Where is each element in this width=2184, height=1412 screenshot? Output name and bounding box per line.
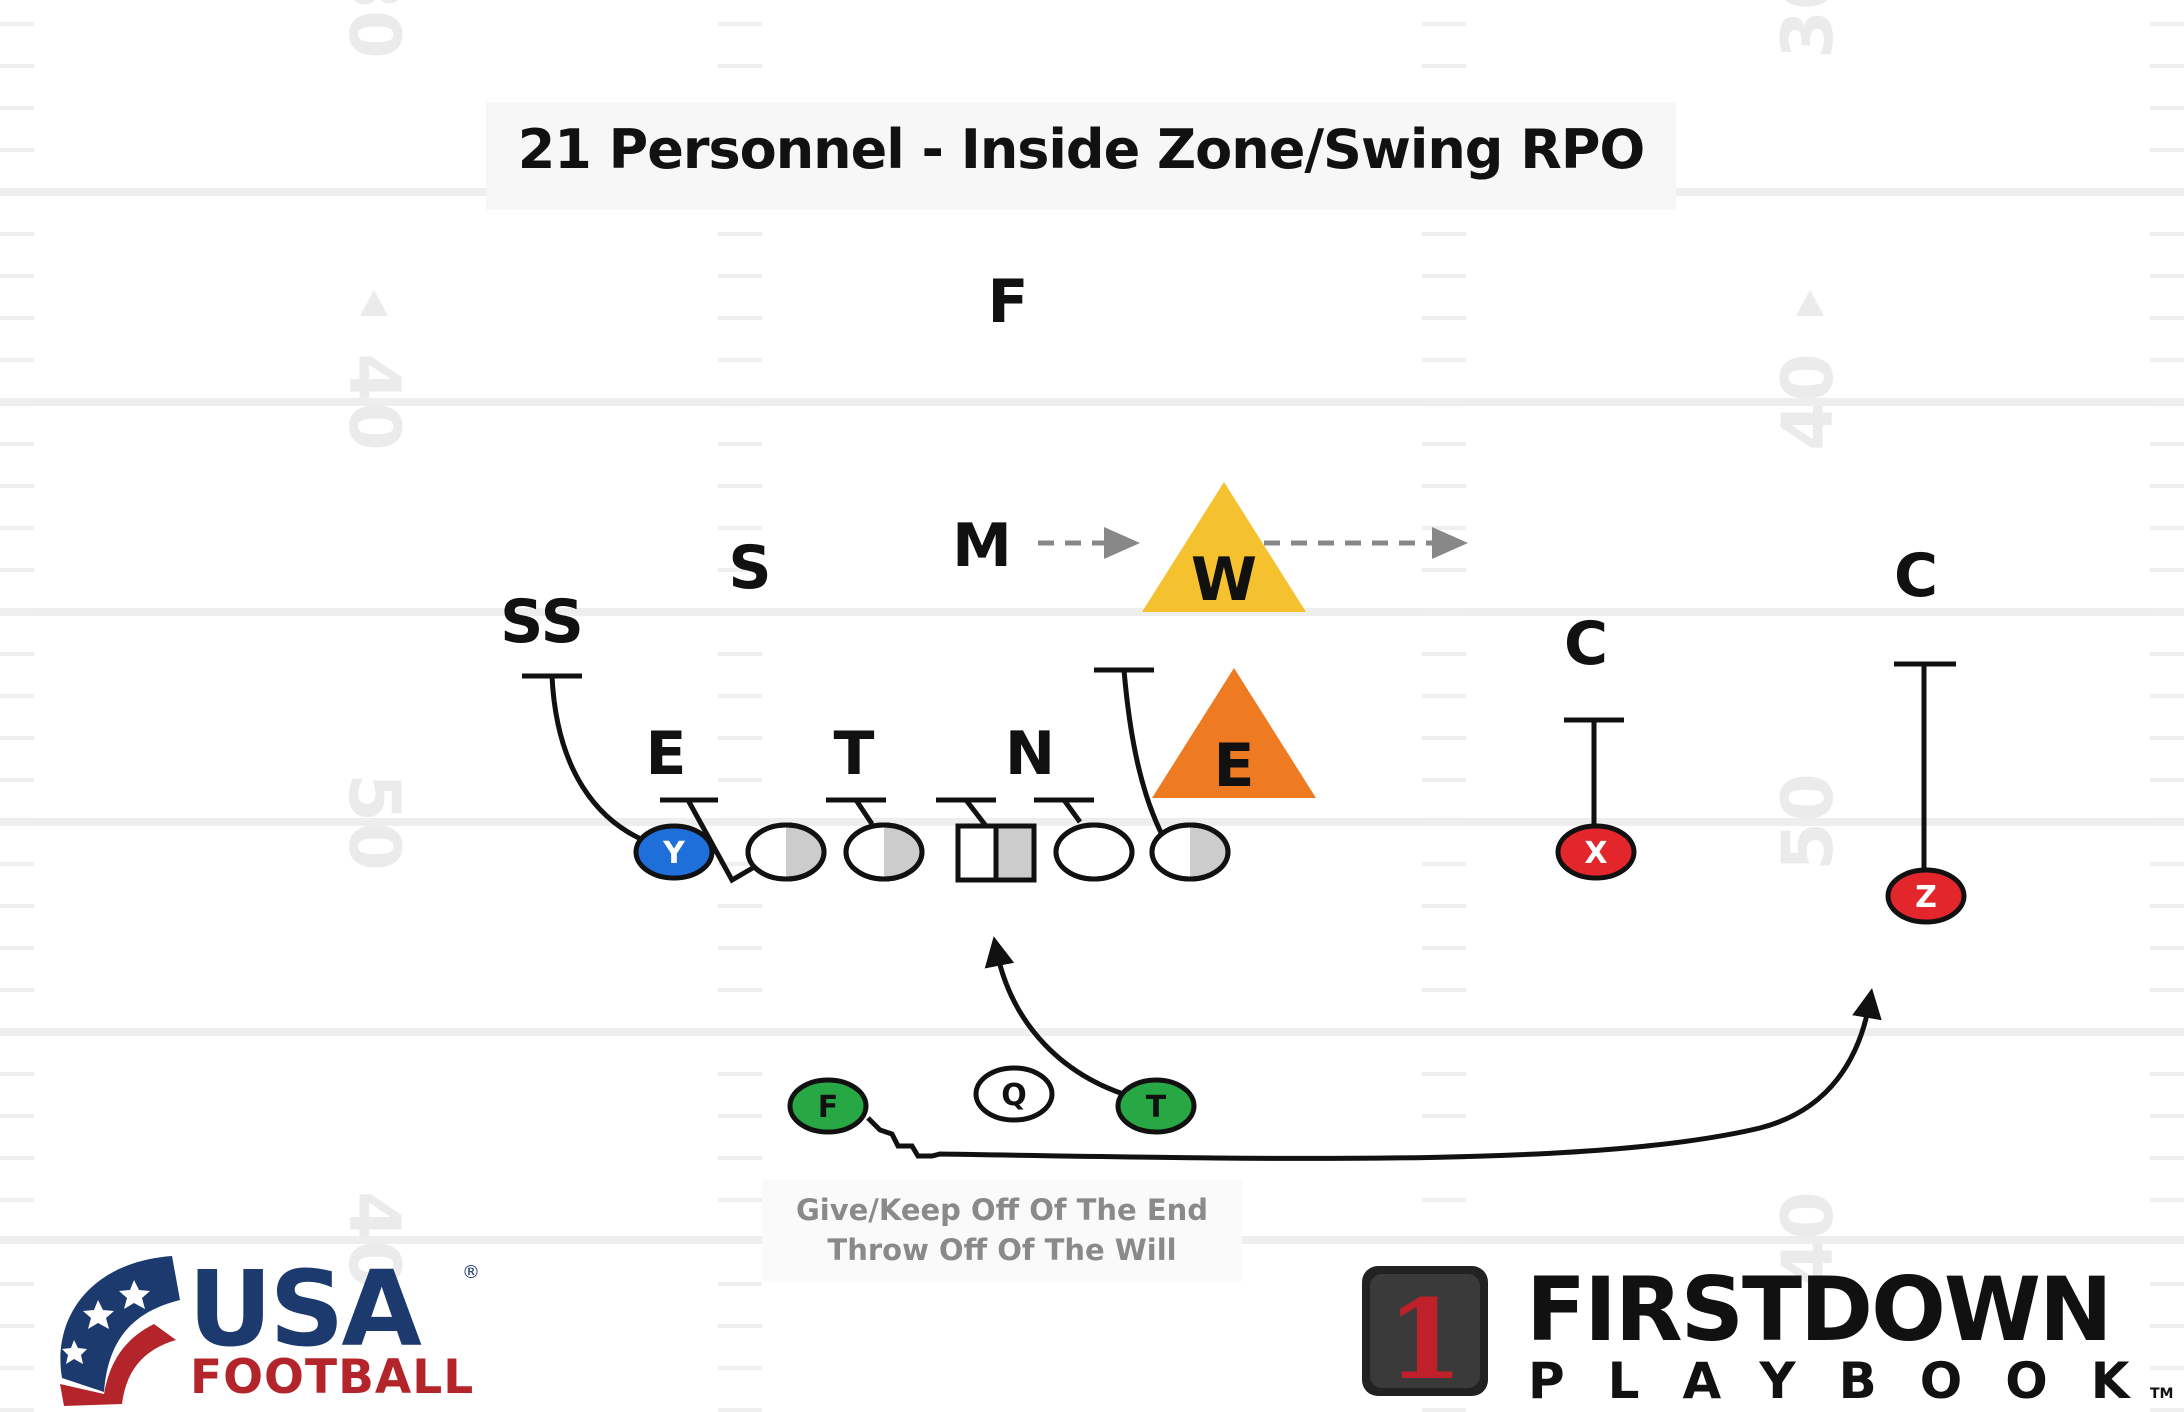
usa-logo-registered: ®	[462, 1262, 480, 1283]
routes	[522, 661, 1956, 1161]
defender-n: N	[1005, 719, 1055, 789]
player-x	[1555, 823, 1637, 881]
player-q-label: Q	[1001, 1078, 1027, 1113]
player-y-label: Y	[662, 836, 686, 871]
defender-ss: SS	[500, 587, 584, 657]
yard-number: 30	[333, 0, 415, 59]
defender-t: T	[834, 719, 875, 789]
defender-m: M	[952, 511, 1012, 581]
usa-logo-text: USA	[188, 1248, 422, 1370]
player-q	[973, 1065, 1055, 1123]
firstdown-logo-trademark: TM	[2150, 1386, 2174, 1402]
player-y	[633, 823, 715, 881]
firstdown-logo-text: FIRSTDOWN	[1526, 1258, 2113, 1361]
title-bar	[486, 102, 1676, 210]
play-note-line-1: Give/Keep Off Of The End	[795, 1193, 1209, 1227]
defender-c-inside: C	[1564, 609, 1608, 679]
play-note: Give/Keep Off Of The End Throw Off Of Th…	[762, 1180, 1242, 1282]
player-f	[787, 1077, 869, 1135]
yard-number: 40	[1767, 1191, 1849, 1288]
yard-number: 40	[333, 1191, 415, 1288]
skill-players: Y X Z F Q T	[633, 823, 1967, 1135]
player-f-label: F	[818, 1090, 839, 1125]
play-title: 21 Personnel - Inside Zone/Swing RPO	[517, 118, 1646, 181]
player-z-label: Z	[1915, 880, 1937, 915]
play-note-line-2: Throw Off Of The Will	[827, 1233, 1177, 1267]
defender-e-right: E	[1214, 731, 1255, 801]
defender-e-left: E	[646, 719, 687, 789]
defender-c-outside: C	[1894, 541, 1938, 611]
yard-number: 30	[1767, 0, 1849, 59]
firstdown-badge-number: 1	[1387, 1275, 1464, 1404]
yard-number: 40	[1767, 353, 1849, 450]
firstdown-logo-subtext: PLAYBOOK	[1528, 1352, 2173, 1410]
offensive-line	[745, 822, 1231, 883]
player-t	[1115, 1077, 1197, 1135]
defender-f: F	[988, 267, 1029, 337]
usa-football-helmet-icon	[60, 1256, 180, 1406]
player-z	[1885, 867, 1967, 925]
yard-number: 50	[333, 773, 415, 870]
yard-number: 50	[1767, 773, 1849, 870]
usa-logo-subtext: FOOTBALL	[190, 1350, 475, 1405]
defender-w: W	[1191, 545, 1257, 615]
player-x-label: X	[1584, 836, 1607, 871]
end-triangle	[1152, 668, 1316, 798]
firstdown-badge-icon: 1	[1362, 1266, 1488, 1404]
defender-s: S	[728, 533, 771, 603]
yard-number: 40	[333, 353, 415, 450]
will-triangle	[1142, 482, 1306, 612]
player-t-label: T	[1146, 1090, 1167, 1125]
